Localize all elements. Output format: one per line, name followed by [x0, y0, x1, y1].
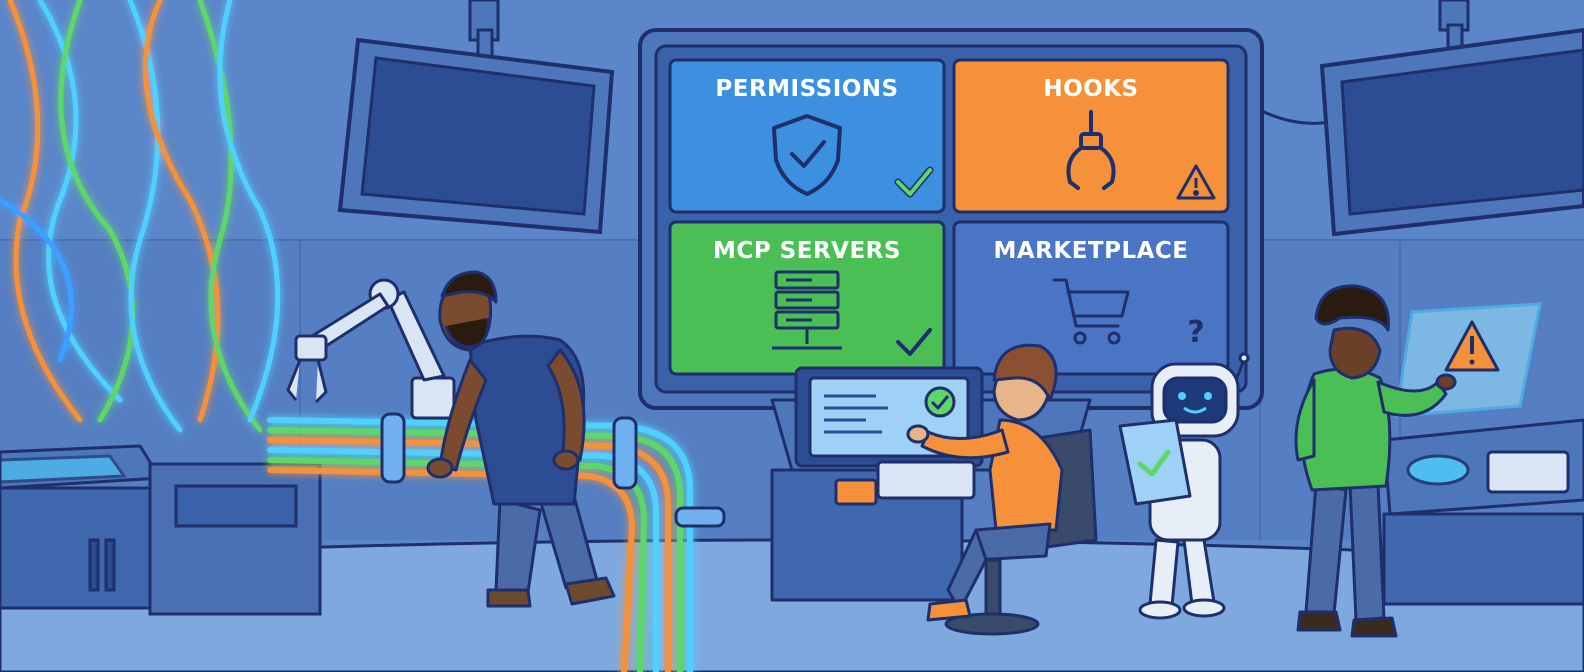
shopping-cart-icon	[1052, 278, 1130, 345]
warning-icon	[1176, 164, 1216, 200]
left-console	[0, 444, 322, 616]
hanging-monitor-left	[337, 28, 615, 235]
hologram-user-character	[1294, 284, 1457, 638]
claw-hook-icon	[1066, 110, 1116, 190]
robot-character	[1118, 352, 1250, 620]
tile-label-permissions: PERMISSIONS	[715, 76, 898, 102]
tangled-cables	[0, 0, 281, 433]
operator-character	[906, 343, 1098, 636]
check-icon	[896, 328, 932, 356]
check-icon	[924, 386, 956, 418]
right-console	[1382, 418, 1584, 606]
cable-clamps	[380, 412, 726, 528]
hanging-monitor-right	[1319, 23, 1584, 237]
robotic-arm	[286, 278, 456, 420]
shield-check-icon	[772, 114, 842, 196]
tile-mcp-servers[interactable]: MCP SERVERS	[668, 220, 946, 376]
warning-icon	[1444, 320, 1500, 372]
server-rack-icon	[772, 270, 842, 350]
tile-label-hooks: HOOKS	[1043, 76, 1138, 102]
question-mark-icon: ?	[1187, 315, 1204, 350]
tile-permissions[interactable]: PERMISSIONS	[668, 58, 946, 214]
tile-label-mcp-servers: MCP SERVERS	[713, 238, 901, 264]
tile-hooks[interactable]: HOOKS	[952, 58, 1230, 214]
technician-character	[426, 270, 616, 608]
tile-label-marketplace: MARKETPLACE	[993, 238, 1188, 264]
tile-marketplace[interactable]: MARKETPLACE ?	[952, 220, 1230, 376]
